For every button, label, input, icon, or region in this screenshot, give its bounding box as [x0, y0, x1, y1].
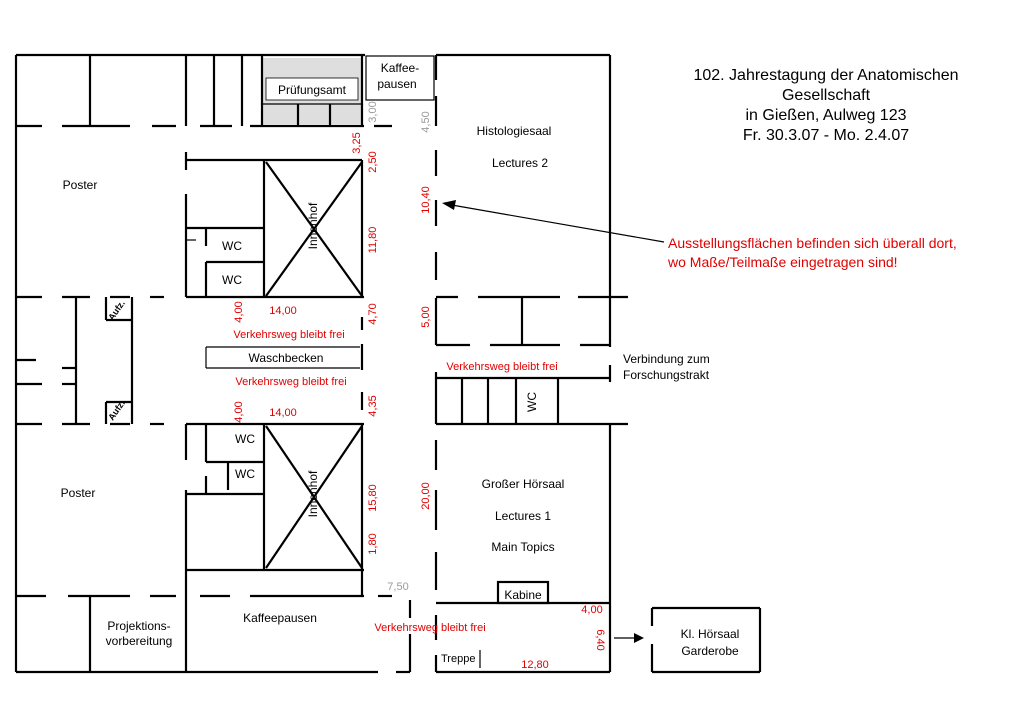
innenhof-upper-x	[265, 161, 363, 297]
treppe-label: Treppe	[441, 653, 475, 665]
title-line-4: Fr. 30.3.07 - Mo. 2.4.07	[743, 127, 909, 144]
dim-435: 4,35	[367, 395, 379, 416]
pruefungsamt-label: Prüfungsamt	[278, 83, 347, 97]
title-line-1: 102. Jahrestagung der Anatomischen	[693, 67, 958, 84]
innenhof-lower-label: Innenhof	[306, 470, 320, 517]
main-topics-label: Main Topics	[491, 540, 554, 554]
annotation-arrow	[442, 200, 665, 243]
dim-500: 5,00	[420, 306, 432, 327]
dim-300: 3,00	[367, 101, 379, 122]
dim-400-b: 4,00	[233, 401, 245, 422]
histologiesaal-label: Histologiesaal	[477, 124, 552, 138]
verkehrsweg-label-3: Verkehrsweg bleibt frei	[446, 361, 557, 373]
innenhof-lower-x	[265, 425, 363, 569]
dim-470: 4,70	[367, 303, 379, 324]
kl-hoersaal-arrow	[614, 633, 644, 643]
aufzug-upper-label: Aufz.	[106, 298, 127, 322]
dim-180: 1,80	[367, 533, 379, 554]
interior-walls	[16, 55, 762, 674]
innenhof-upper-label: Innenhof	[306, 202, 320, 249]
poster-bottom-label: Poster	[61, 486, 96, 500]
dim-250: 2,50	[367, 151, 379, 172]
dim-450: 4,50	[420, 111, 432, 132]
kaffee-top-line-1: Kaffee-	[381, 61, 419, 75]
dim-1400-a: 14,00	[269, 305, 297, 317]
wc-label-2: WC	[222, 273, 242, 287]
dim-640: 6,40	[594, 629, 606, 650]
dim-400-a: 4,00	[233, 301, 245, 322]
kabine-label: Kabine	[504, 588, 542, 602]
projektions-line-2: vorbereitung	[106, 634, 173, 648]
wc-label-1: WC	[222, 239, 242, 253]
dim-1180: 11,80	[367, 227, 379, 254]
dim-1040: 10,40	[420, 186, 432, 214]
dim-400-c: 4,00	[581, 604, 602, 616]
note-line-1: Ausstellungsflächen befinden sich überal…	[668, 235, 957, 251]
projektions-line-1: Projektions-	[107, 619, 170, 633]
lectures2-label: Lectures 2	[492, 156, 548, 170]
outer-walls	[14, 53, 612, 674]
dim-325: 3,25	[351, 132, 363, 153]
kaffee-top-line-2: pausen	[377, 77, 416, 91]
kaffeepausen-label: Kaffeepausen	[243, 611, 317, 625]
dim-1580: 15,80	[367, 484, 379, 512]
title-line-3: in Gießen, Aulweg 123	[746, 107, 907, 124]
waschbecken-frame	[205, 346, 360, 369]
waschbecken-label: Waschbecken	[249, 351, 324, 365]
kl-hoersaal-line-2: Garderobe	[681, 644, 739, 658]
verkehrsweg-label-4: Verkehrsweg bleibt frei	[374, 622, 485, 634]
kaffee-top-box	[365, 55, 435, 101]
wc-label-5: WC	[525, 392, 539, 412]
verkehrsweg-label-2: Verkehrsweg bleibt frei	[235, 376, 346, 388]
pruefungsamt-label-box	[265, 77, 359, 101]
lectures1-label: Lectures 1	[495, 509, 551, 523]
wc-label-4: WC	[235, 467, 255, 481]
note-line-2: wo Maße/Teilmaße eingetragen sind!	[667, 254, 898, 270]
dim-1280: 12,80	[521, 659, 549, 671]
verkehrsweg-label-1: Verkehrsweg bleibt frei	[233, 329, 344, 341]
title-line-2: Gesellschaft	[782, 87, 871, 104]
dim-1400-b: 14,00	[269, 407, 297, 419]
wc-label-3: WC	[235, 432, 255, 446]
poster-top-label: Poster	[63, 178, 98, 192]
kl-hoersaal-line-1: Kl. Hörsaal	[681, 627, 740, 641]
verbindung-line-2: Forschungstrakt	[623, 368, 710, 382]
dim-750: 7,50	[387, 581, 408, 593]
dim-2000: 20,00	[420, 482, 432, 510]
grosser-hoersaal-label: Großer Hörsaal	[482, 477, 565, 491]
verbindung-line-1: Verbindung zum	[623, 352, 710, 366]
